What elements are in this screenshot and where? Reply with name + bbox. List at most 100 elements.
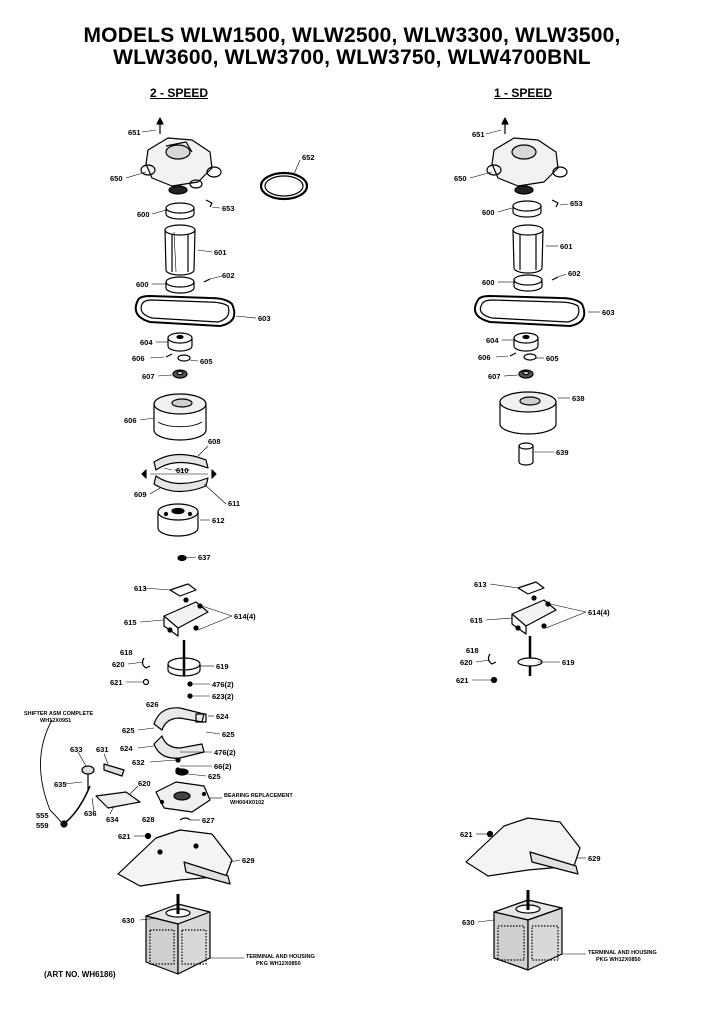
right-label-630: 630 bbox=[462, 918, 475, 927]
right-part-600-clamp-lower bbox=[513, 274, 543, 292]
right-part-630-motor bbox=[493, 890, 563, 971]
left-part-bearing-frame bbox=[155, 781, 211, 813]
left-label-625-upper: 625 bbox=[122, 726, 135, 735]
right-label-601: 601 bbox=[560, 242, 573, 251]
terminal-note-right-line2: PKG WH12X0850 bbox=[596, 957, 641, 963]
left-label-605: 605 bbox=[200, 357, 213, 366]
left-part-627-clip bbox=[179, 817, 191, 821]
left-part-652-ring bbox=[259, 171, 309, 201]
right-part-651-screw bbox=[501, 117, 509, 134]
right-part-606-key bbox=[509, 352, 517, 357]
right-part-605-ring bbox=[523, 353, 537, 361]
left-part-624-shift-lever bbox=[153, 707, 207, 759]
left-label-607: 607 bbox=[142, 372, 155, 381]
right-part-613-plate bbox=[517, 581, 545, 595]
left-label-637: 637 bbox=[198, 553, 211, 562]
right-label-606: 606 bbox=[478, 353, 491, 362]
left-label-66: 66(2) bbox=[214, 762, 232, 771]
right-part-638-clutch-drum bbox=[499, 391, 557, 435]
left-part-608-clutch-drum bbox=[153, 393, 207, 441]
left-label-618: 618 bbox=[120, 648, 133, 657]
left-part-613-plate bbox=[169, 583, 197, 597]
right-part-629-base-plate bbox=[465, 817, 581, 877]
terminal-note-left-line1: TERMINAL AND HOUSING bbox=[246, 954, 315, 960]
right-part-621-nut bbox=[486, 830, 494, 838]
right-label-607: 607 bbox=[488, 372, 501, 381]
diagram-title-line2: WLW3600, WLW3700, WLW3750, WLW4700BNL bbox=[113, 46, 591, 69]
section-heading-1-speed: 1 - SPEED bbox=[494, 86, 553, 100]
left-label-634: 634 bbox=[106, 815, 119, 824]
left-label-624-lower: 624 bbox=[120, 744, 133, 753]
diagram-title-line1: MODELS WLW1500, WLW2500, WLW3300, WLW350… bbox=[83, 24, 621, 47]
right-label-650: 650 bbox=[454, 174, 467, 183]
left-label-600-upper: 600 bbox=[137, 210, 150, 219]
art-number: (ART NO. WH6186) bbox=[44, 970, 116, 979]
left-label-620: 620 bbox=[112, 660, 125, 669]
left-part-637-washer bbox=[177, 554, 187, 562]
left-part-630-motor bbox=[145, 894, 211, 975]
right-part-653-screw bbox=[551, 199, 559, 208]
left-part-619-clip bbox=[141, 657, 151, 669]
left-label-621-upper: 621 bbox=[110, 678, 123, 687]
left-label-611: 611 bbox=[228, 499, 240, 508]
right-label-620: 620 bbox=[460, 658, 473, 667]
left-label-636: 636 bbox=[84, 809, 97, 818]
right-label-653: 653 bbox=[570, 199, 583, 208]
left-label-610: 610 bbox=[176, 466, 189, 475]
right-label-621-upper: 621 bbox=[456, 676, 469, 685]
right-part-602-screw bbox=[551, 276, 559, 281]
left-label-614: 614(4) bbox=[234, 612, 256, 621]
right-label-602: 602 bbox=[568, 269, 581, 278]
left-label-606: 606 bbox=[132, 354, 145, 363]
right-label-629: 629 bbox=[588, 854, 601, 863]
right-part-639-spacer bbox=[518, 442, 534, 466]
left-label-617: 619 bbox=[216, 662, 229, 671]
left-part-607-gear bbox=[172, 369, 188, 379]
right-part-604-pulley bbox=[513, 332, 539, 352]
left-part-602-screw bbox=[203, 278, 211, 283]
terminal-note-right-line1: TERMINAL AND HOUSING bbox=[588, 950, 657, 956]
left-label-608: 608 bbox=[208, 437, 221, 446]
right-label-603: 603 bbox=[602, 308, 615, 317]
left-part-605-ring bbox=[177, 354, 191, 362]
left-part-600-clamp-lower bbox=[165, 276, 195, 294]
left-part-651-screw bbox=[156, 117, 164, 134]
left-part-615-bracket bbox=[163, 597, 209, 637]
left-part-shifter-assembly bbox=[40, 719, 141, 828]
right-label-618: 618 bbox=[466, 646, 479, 655]
left-label-633: 633 bbox=[70, 745, 83, 754]
left-label-635: 635 bbox=[54, 780, 67, 789]
left-label-653: 653 bbox=[222, 204, 235, 213]
left-label-629: 629 bbox=[242, 856, 255, 865]
right-part-619-clip bbox=[487, 653, 497, 665]
left-part-600-clamp-upper bbox=[165, 202, 195, 220]
left-part-606-key bbox=[165, 353, 173, 358]
right-label-600-upper: 600 bbox=[482, 208, 495, 217]
left-label-628: 628 bbox=[142, 815, 155, 824]
shifter-note-line1: SHIFTER ASM COMPLETE bbox=[24, 711, 93, 717]
terminal-note-left-line2: PKG WH12X0850 bbox=[256, 961, 301, 967]
right-part-600-clamp-upper bbox=[512, 200, 542, 218]
section-heading-2-speed: 2 - SPEED bbox=[150, 86, 209, 100]
right-label-613: 613 bbox=[474, 580, 487, 589]
right-part-615-bracket bbox=[511, 595, 557, 635]
left-label-620-shifter: 620 bbox=[138, 779, 151, 788]
left-label-476-lower: 476(2) bbox=[214, 748, 236, 757]
left-label-627: 627 bbox=[202, 816, 215, 825]
left-label-600-lower: 600 bbox=[136, 280, 149, 289]
left-label-608-drum: 606 bbox=[124, 416, 137, 425]
left-label-609: 609 bbox=[134, 490, 147, 499]
right-part-650-housing bbox=[486, 137, 568, 195]
left-label-651: 651 bbox=[128, 128, 141, 137]
left-label-630: 630 bbox=[122, 916, 135, 925]
right-part-601-sleeve bbox=[512, 224, 544, 274]
left-label-613: 613 bbox=[134, 584, 147, 593]
right-label-604: 604 bbox=[486, 336, 499, 345]
left-label-650: 650 bbox=[110, 174, 123, 183]
right-label-638: 638 bbox=[572, 394, 585, 403]
left-label-632: 632 bbox=[132, 758, 145, 767]
left-label-603: 603 bbox=[258, 314, 271, 323]
left-label-652: 652 bbox=[302, 153, 315, 162]
left-part-621-washer bbox=[142, 678, 150, 686]
